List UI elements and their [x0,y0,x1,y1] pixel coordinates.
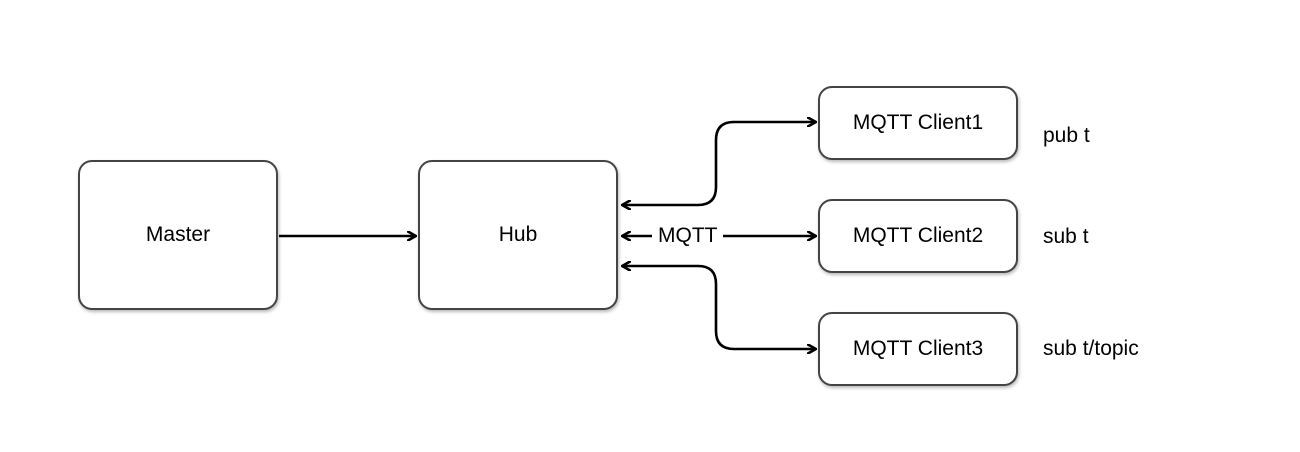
client3-annotation: sub t/topic [1043,337,1139,360]
mqtt-client1-label: MQTT Client1 [852,111,984,134]
client2-annotation: sub t [1043,225,1089,248]
client1-annotation: pub t [1043,124,1090,147]
mqtt-client2-node: MQTT Client2 [818,199,1018,273]
hub-label: Hub [498,223,538,246]
master-label: Master [145,223,211,246]
arrow-hub-client1 [622,122,816,205]
mqtt-client2-label: MQTT Client2 [852,224,984,247]
mqtt-client3-node: MQTT Client3 [818,312,1018,386]
arrow-hub-client3 [622,266,816,349]
mqtt-edge-label: MQTT [652,224,724,248]
mqtt-client3-label: MQTT Client3 [852,337,984,360]
master-node: Master [78,160,278,310]
mqtt-client1-node: MQTT Client1 [818,86,1018,160]
hub-node: Hub [418,160,618,310]
